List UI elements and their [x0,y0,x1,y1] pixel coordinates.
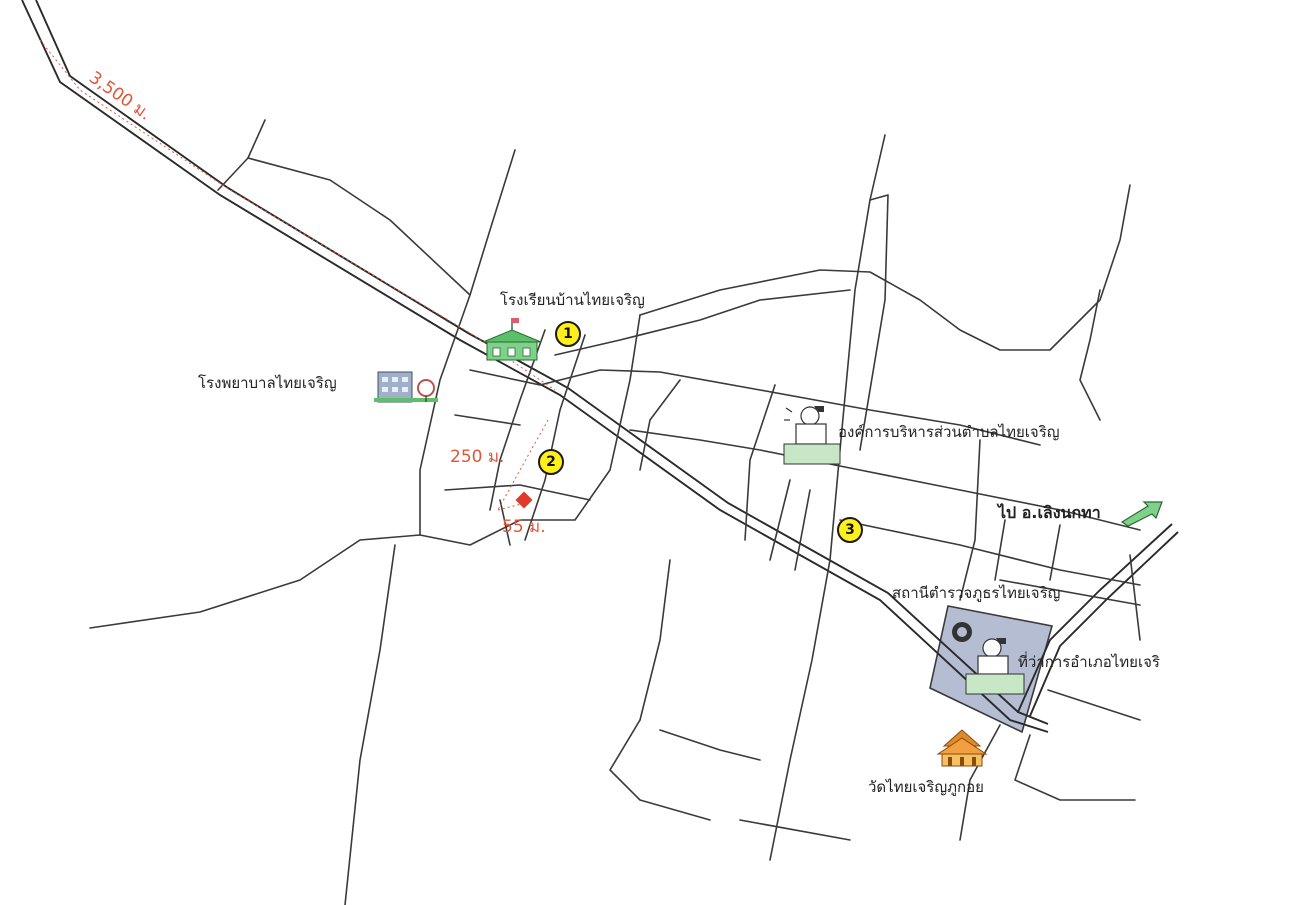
label-destination: ไป อ.เลิงนกทา [996,503,1101,522]
road-loeng-nok-tha [1017,523,1179,717]
marker-3[interactable]: 3 [837,517,863,543]
government-office-icon [783,406,841,465]
hospital-building-icon [374,371,438,403]
direction-arrow-icon [1120,501,1163,527]
temple-icon [936,729,988,767]
police-badge-icon [952,622,972,642]
label-tao: องค์การบริหารส่วนตำบลไทยเจริญ [838,423,1060,441]
label-school: โรงเรียนบ้านไทยเจริญ [500,291,645,309]
label-hospital: โรงพยาบาลไทยเจริญ [198,374,337,392]
marker-number: 3 [845,522,855,538]
marker-number: 2 [546,454,556,470]
main-highway [21,0,1049,733]
marker-1[interactable]: 1 [555,321,581,347]
marker-number: 1 [563,326,573,342]
school-building-icon [482,318,542,361]
label-district-office: ที่ว่าการอำเภอไทยเจริ [1018,651,1160,671]
distance-label-250: 250 ม. [450,447,504,467]
government-office-icon [965,638,1025,695]
distance-label-55: 55 ม. [502,517,546,537]
label-police: สถานีตำรวจภูธรไทยเจริญ [892,584,1060,602]
marker-2[interactable]: 2 [538,449,564,475]
local-roads [89,119,1141,905]
location-diamond-icon [515,491,533,509]
label-temple: วัดไทยเจริญภูกอย [868,778,984,796]
